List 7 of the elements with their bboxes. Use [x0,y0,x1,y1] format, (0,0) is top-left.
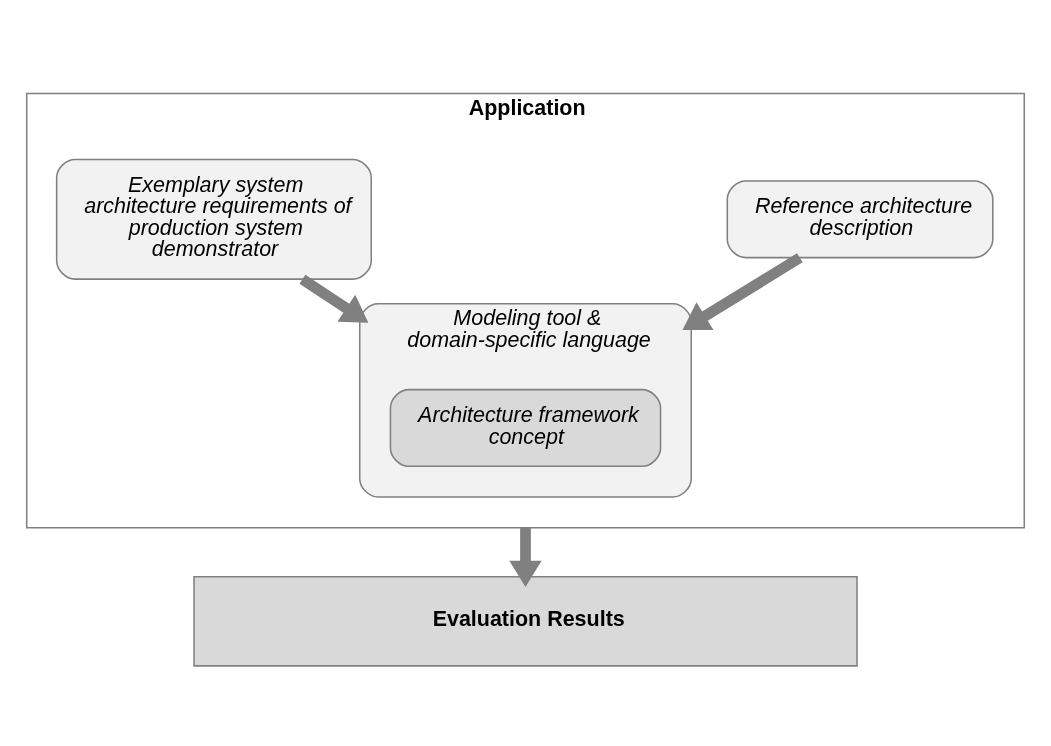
node-box: Architecture framework concept [389,388,662,467]
arrow [682,252,803,330]
node-box: Exemplary system architecture requirements of production system demonstrator [55,158,373,280]
arrow [509,527,542,587]
node-box: Evaluation Results [193,575,858,667]
arrow [299,274,369,323]
node-box: Reference architecture description [726,179,994,258]
